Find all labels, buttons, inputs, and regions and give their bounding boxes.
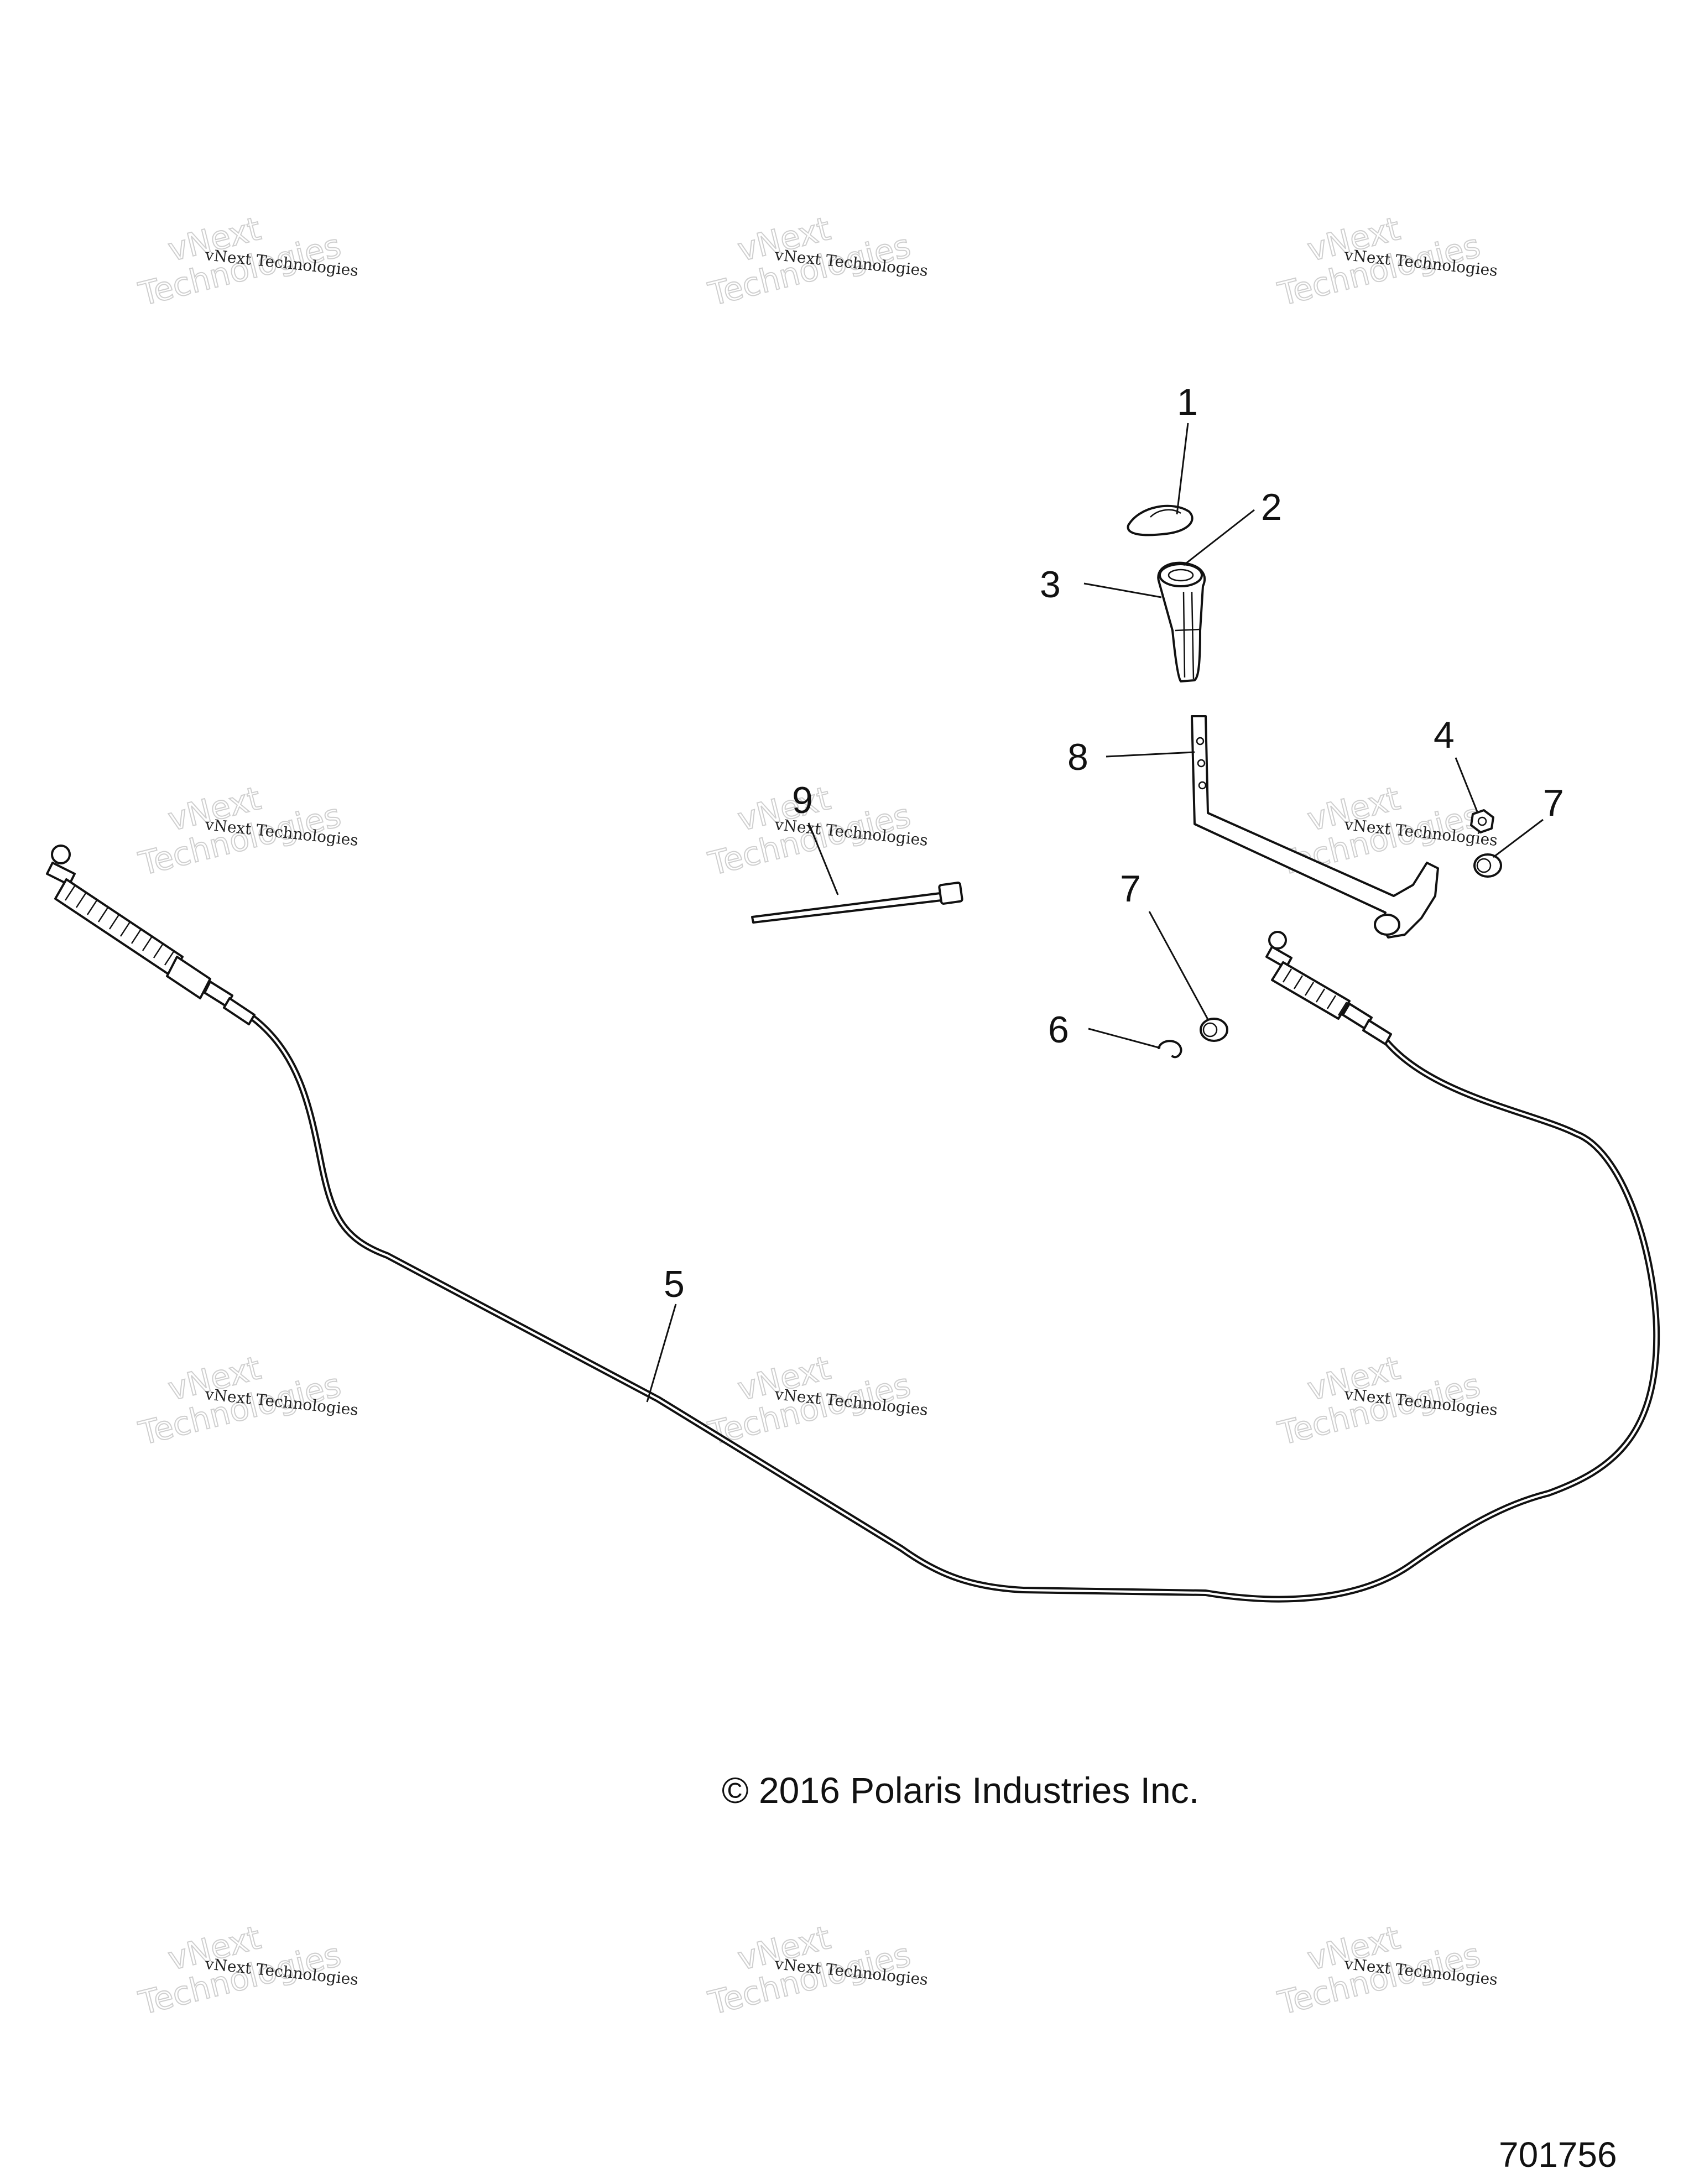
part-7-bushing-right bbox=[1473, 853, 1502, 878]
callout-5: 5 bbox=[664, 1263, 685, 1305]
part-5-shift-cable bbox=[46, 845, 1660, 1603]
leader-1 bbox=[1176, 423, 1189, 515]
part-4-nut bbox=[1470, 809, 1494, 833]
callout-7-center: 7 bbox=[1120, 868, 1141, 910]
leader-8 bbox=[1106, 751, 1195, 758]
cable-end-left bbox=[46, 845, 256, 1025]
part-3-shift-knob bbox=[1157, 561, 1206, 682]
callouts: 1 2 3 8 4 7 9 7 6 5 bbox=[664, 381, 1564, 1305]
leader-4 bbox=[1455, 757, 1479, 814]
leader-7-right bbox=[1493, 819, 1544, 858]
callout-4: 4 bbox=[1434, 714, 1455, 756]
leader-5 bbox=[646, 1304, 677, 1403]
part-1-knob-cap bbox=[1127, 504, 1194, 536]
callout-9: 9 bbox=[792, 779, 813, 821]
cable-end-right bbox=[1265, 931, 1392, 1045]
callout-1: 1 bbox=[1177, 381, 1198, 423]
copyright-text: © 2016 Polaris Industries Inc. bbox=[722, 1770, 1199, 1811]
leader-9 bbox=[807, 822, 839, 895]
leader-7-center bbox=[1148, 911, 1210, 1021]
part-9-cable-tie bbox=[751, 882, 963, 924]
leader-6 bbox=[1088, 1028, 1161, 1049]
leader-3 bbox=[1083, 582, 1162, 598]
leader-2 bbox=[1183, 509, 1255, 566]
leader-lines bbox=[646, 423, 1544, 1403]
callout-7-right: 7 bbox=[1543, 782, 1564, 824]
figure-number: 701756 bbox=[1499, 2135, 1617, 2175]
callout-6: 6 bbox=[1048, 1009, 1069, 1051]
callout-3: 3 bbox=[1040, 564, 1061, 606]
callout-8: 8 bbox=[1067, 736, 1088, 778]
callout-2: 2 bbox=[1261, 486, 1282, 528]
part-8-shift-lever bbox=[1191, 715, 1439, 939]
part-7-bushing-center bbox=[1200, 1018, 1228, 1042]
part-6-e-clip bbox=[1158, 1040, 1182, 1059]
